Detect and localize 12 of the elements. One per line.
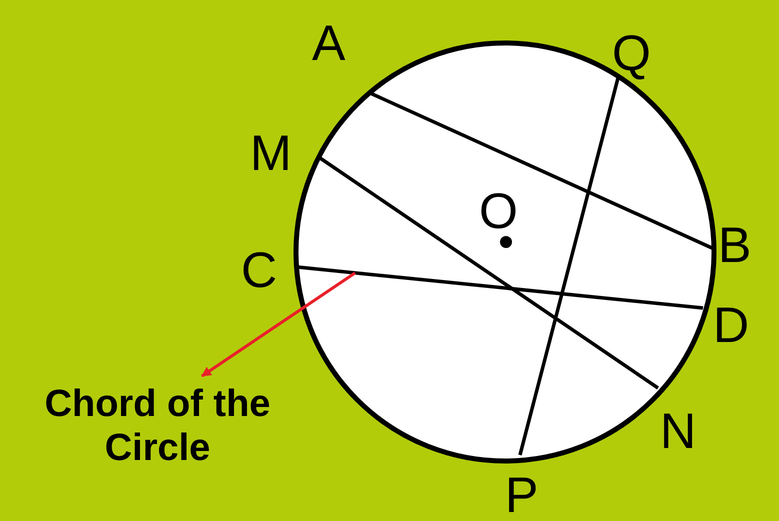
point-label: M (250, 128, 292, 178)
chord-caption: Chord of the Circle (5, 382, 310, 470)
point-label: O (479, 186, 518, 236)
leader-arrow (201, 272, 356, 378)
point-label: D (713, 300, 750, 350)
point-label: C (241, 245, 278, 295)
point-label: A (312, 18, 346, 68)
point-label: P (505, 470, 538, 520)
point-label: Q (612, 28, 651, 78)
chord-line (296, 265, 704, 310)
point-label: B (718, 220, 752, 270)
point-label: N (660, 406, 696, 456)
